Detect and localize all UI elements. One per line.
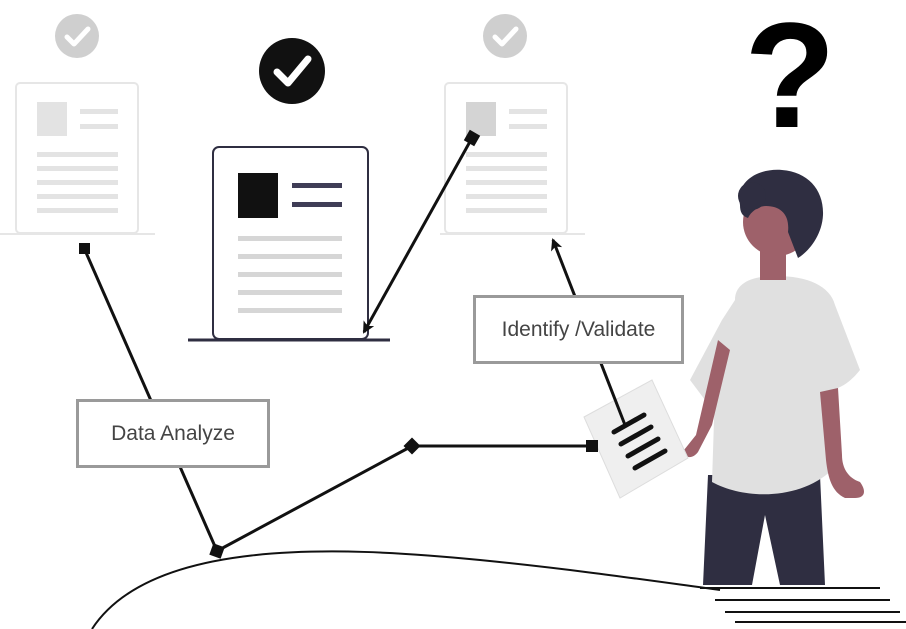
ground-curve <box>91 550 721 629</box>
arrow-to-center-doc <box>362 137 474 334</box>
identify-validate-text: Identify /Validate <box>501 317 656 341</box>
data-analyze-label: Data Analyze <box>76 399 270 468</box>
connector-ground-to-mid <box>216 444 413 553</box>
floor-lines <box>700 587 906 623</box>
held-document-icon <box>583 379 689 499</box>
data-analyze-text: Data Analyze <box>111 421 235 445</box>
document-icon-left <box>0 82 155 235</box>
question-mark-icon: ? <box>744 0 836 159</box>
document-icon-right <box>440 82 585 235</box>
document-icon-center <box>188 146 390 342</box>
check-circle-icon-center <box>259 38 325 104</box>
identify-validate-label: Identify /Validate <box>473 295 684 364</box>
person-illustration <box>684 169 865 585</box>
check-circle-icon-right <box>483 14 527 58</box>
check-circle-icon-left <box>55 14 99 58</box>
